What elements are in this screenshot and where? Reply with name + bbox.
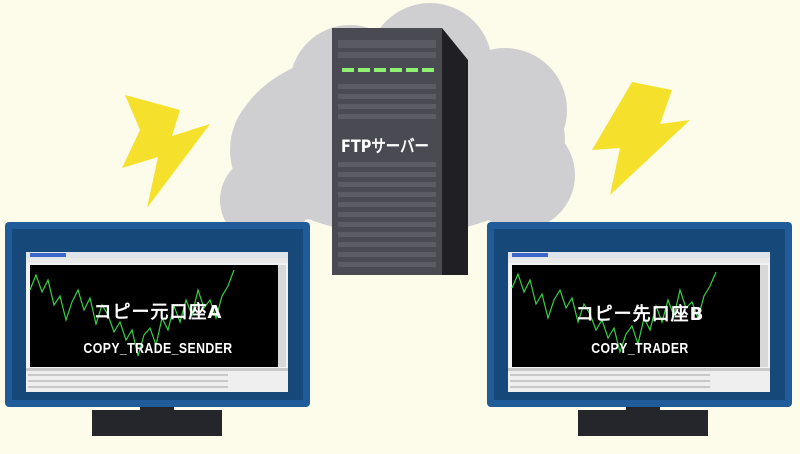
ftp-server-icon [332,28,468,275]
sender-ea-name: COPY_TRADE_SENDER [83,340,233,357]
receiver-screen [508,252,770,392]
server-vents [338,84,436,267]
server-status-leds [342,68,434,72]
lightning-bolt-icon-right [592,82,690,195]
sender-monitor [5,222,310,436]
sender-account-title: コピー元口座A [93,302,223,323]
lightning-bolt-icon-left [122,95,210,208]
receiver-ea-name: COPY_TRADER [591,340,689,357]
server-label: FTPサーバー [341,137,429,157]
sender-chart-line [29,269,235,357]
receiver-monitor [487,222,792,436]
sender-screen [26,252,288,392]
receiver-chart-line [511,271,717,355]
receiver-account-title: コピー先口座B [575,304,705,325]
